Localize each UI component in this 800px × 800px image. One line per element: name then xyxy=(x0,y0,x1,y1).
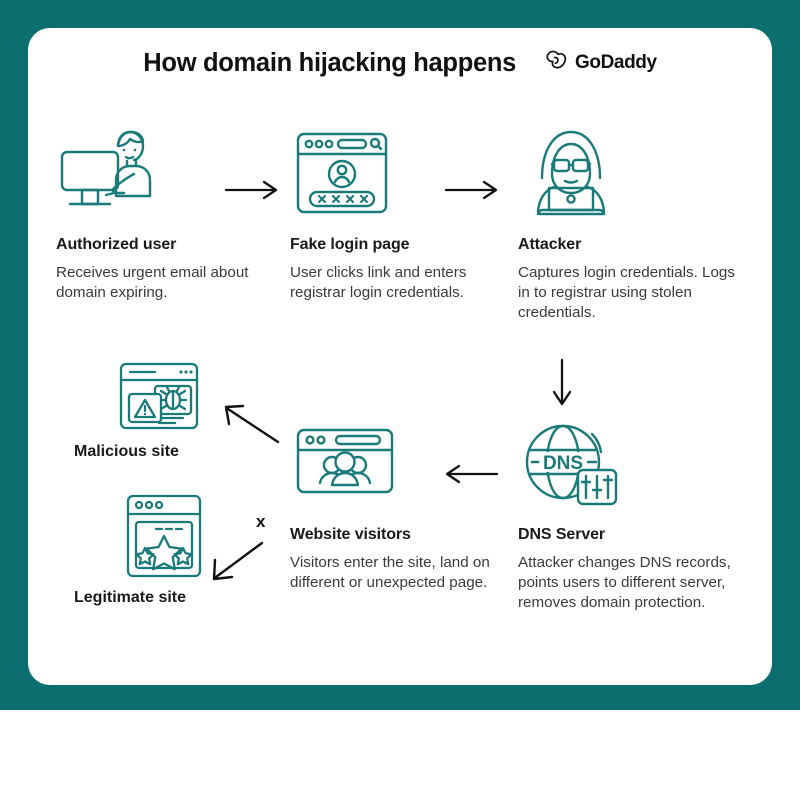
browser-people-group-icon xyxy=(290,410,490,510)
step-description: Captures login credentials. Logs in to r… xyxy=(518,264,735,321)
step-description: User clicks link and enters registrar lo… xyxy=(290,264,467,301)
arrow-visitors-to-malicious xyxy=(216,396,286,457)
person-at-desktop-monitor-icon xyxy=(56,124,251,220)
step-description: Attacker changes DNS records, points use… xyxy=(518,554,731,611)
godaddy-heart-mark-icon xyxy=(544,48,569,78)
arrow-dns-to-visitors xyxy=(443,462,501,491)
browser-warning-bug-icon xyxy=(74,358,244,436)
header: How domain hijacking happens GoDaddy xyxy=(28,48,772,78)
godaddy-wordmark: GoDaddy xyxy=(575,52,657,73)
globe-dns-label: DNS xyxy=(543,453,583,474)
step-description: Visitors enter the site, land on differe… xyxy=(290,554,490,591)
step-title: Attacker xyxy=(518,236,582,253)
step-title: Authorized user xyxy=(56,236,177,253)
step-title: Fake login page xyxy=(290,236,410,253)
step-fake-login-page: Fake login page User clicks link and ent… xyxy=(290,124,490,303)
outcome-label: Legitimate site xyxy=(74,589,187,606)
dns-globe-settings-icon: DNS xyxy=(518,418,748,510)
arrow-fake-login-to-attacker xyxy=(444,178,502,207)
page-title: How domain hijacking happens xyxy=(143,48,517,77)
browser-login-form-icon xyxy=(290,124,490,220)
hooded-hacker-laptop-icon xyxy=(518,124,743,220)
step-website-visitors: Website visitors Visitors enter the site… xyxy=(290,410,490,593)
arrow-attacker-to-dns xyxy=(550,358,574,415)
step-description: Receives urgent email about domain expir… xyxy=(56,264,249,301)
step-title: DNS Server xyxy=(518,526,606,543)
outcome-label: Malicious site xyxy=(74,443,179,460)
content-card: How domain hijacking happens GoDaddy xyxy=(28,28,772,685)
step-attacker: Attacker Captures login credentials. Log… xyxy=(518,124,743,322)
godaddy-logo: GoDaddy xyxy=(544,48,657,78)
step-dns-server: DNS DNS Server Attacker changes DNS reco… xyxy=(518,418,748,612)
arrow-user-to-fake-login xyxy=(224,178,282,207)
outcome-legitimate-site: Legitimate site xyxy=(74,490,254,607)
blocked-x-marker: x xyxy=(256,512,266,531)
step-title: Website visitors xyxy=(290,526,411,543)
arrow-visitors-to-legitimate-blocked xyxy=(204,533,276,596)
step-authorized-user: Authorized user Receives urgent email ab… xyxy=(56,124,251,303)
outcome-malicious-site: Malicious site xyxy=(74,358,244,461)
browser-stars-rating-icon xyxy=(74,490,254,582)
